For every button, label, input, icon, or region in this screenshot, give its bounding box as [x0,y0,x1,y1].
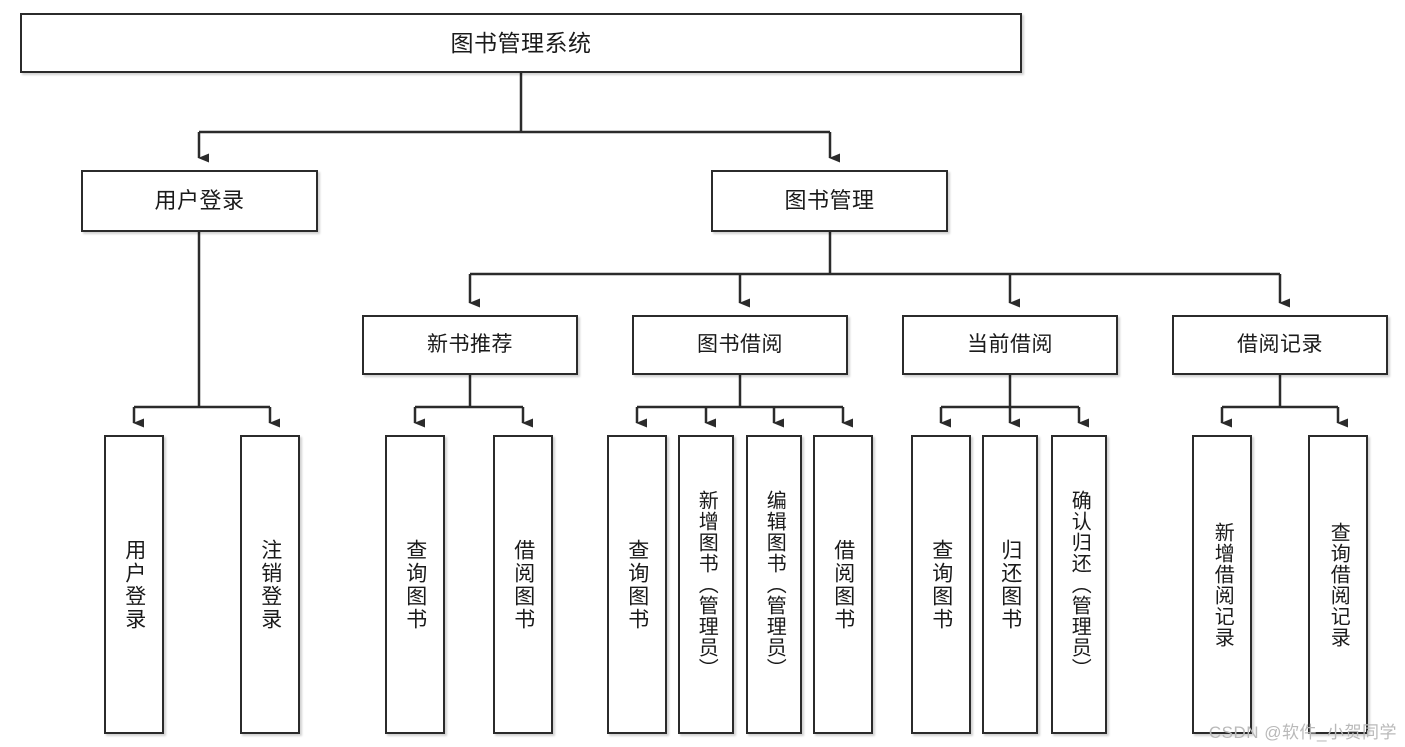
leaf-node[interactable]: 查询图书 [385,435,445,734]
node-label: 新书推荐 [427,332,513,356]
leaf-label: 编辑图书（管理员） [763,490,786,679]
leaf-node[interactable]: 确认归还（管理员） [1051,435,1107,734]
leaf-label: 借阅图书 [831,538,855,631]
leaf-node[interactable]: 新增借阅记录 [1192,435,1252,734]
node-label: 借阅记录 [1237,332,1323,356]
leaf-node[interactable]: 借阅图书 [493,435,553,734]
leaf-node[interactable]: 用户登录 [104,435,164,734]
node-borrowing-records[interactable]: 借阅记录 [1172,315,1388,375]
leaf-label: 借阅图书 [511,538,535,631]
node-book-management[interactable]: 图书管理 [711,170,948,232]
leaf-node[interactable]: 借阅图书 [813,435,873,734]
leaf-node[interactable]: 新增图书（管理员） [678,435,734,734]
leaf-label: 查询借阅记录 [1327,521,1350,648]
node-book-borrowing[interactable]: 图书借阅 [632,315,848,375]
leaf-label: 归还图书 [998,538,1022,631]
leaf-node[interactable]: 查询图书 [607,435,667,734]
node-label: 当前借阅 [967,332,1053,356]
node-new-book-recommendation[interactable]: 新书推荐 [362,315,578,375]
leaf-label: 新增借阅记录 [1211,521,1234,648]
node-label: 图书管理系统 [450,29,592,56]
node-label: 图书借阅 [697,332,783,356]
node-current-borrowing[interactable]: 当前借阅 [902,315,1118,375]
leaf-node[interactable]: 注销登录 [240,435,300,734]
leaf-label: 注销登录 [258,538,282,631]
node-label: 图书管理 [784,188,875,214]
leaf-label: 确认归还（管理员） [1068,490,1091,679]
leaf-node[interactable]: 查询借阅记录 [1308,435,1368,734]
leaf-label: 查询图书 [625,538,649,631]
leaf-node[interactable]: 编辑图书（管理员） [746,435,802,734]
leaf-label: 新增图书（管理员） [695,490,718,679]
leaf-node[interactable]: 查询图书 [911,435,971,734]
node-root-book-management-system[interactable]: 图书管理系统 [20,13,1022,73]
node-label: 用户登录 [154,188,245,214]
leaf-label: 用户登录 [122,538,146,631]
leaf-label: 查询图书 [929,538,953,631]
leaf-node[interactable]: 归还图书 [982,435,1038,734]
node-user-login[interactable]: 用户登录 [81,170,318,232]
csdn-watermark: CSDN @软件_小贺同学 [1208,723,1397,742]
leaf-label: 查询图书 [403,538,427,631]
